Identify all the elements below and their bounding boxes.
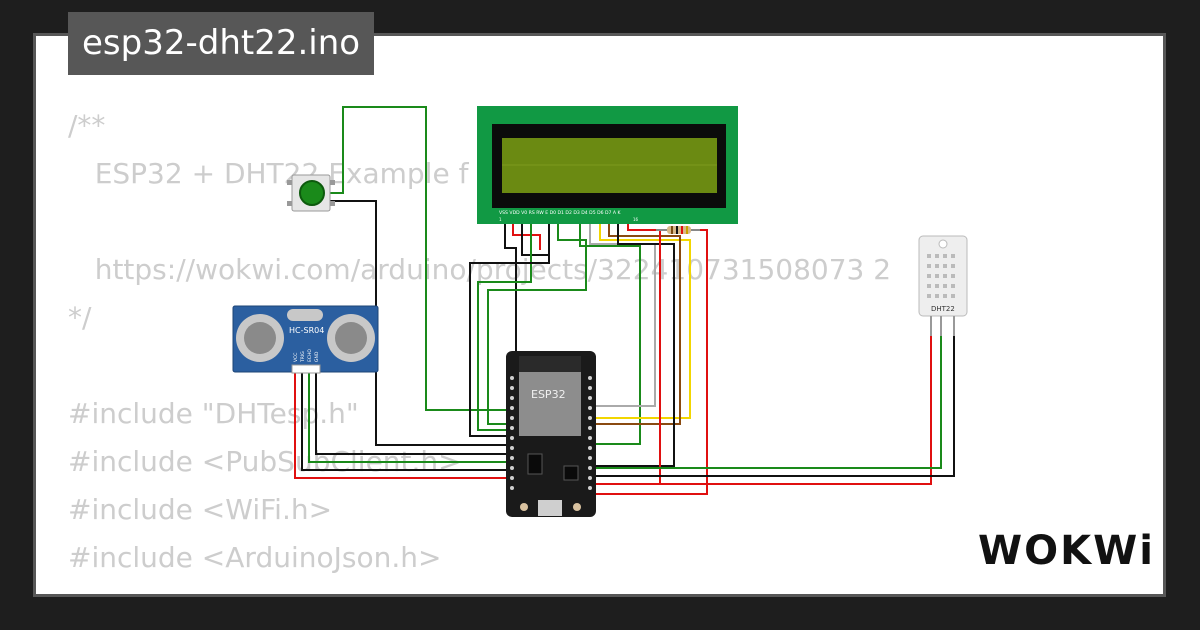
wire-lcd-1 bbox=[504, 218, 517, 420]
wire-lcd-5 bbox=[469, 218, 550, 437]
wire-lcd-11 bbox=[596, 218, 675, 467]
ultrasonic-label: HC-SR04 bbox=[289, 326, 324, 335]
ultrasonic-pin-vcc: VCC bbox=[293, 353, 299, 362]
wires bbox=[294, 106, 955, 495]
dht22-label: DHT22 bbox=[931, 305, 955, 313]
ultrasonic-sensor: HC-SR04 VCC TRIG ECHO GND bbox=[232, 305, 379, 374]
project-title: esp32-dht22.ino bbox=[68, 12, 375, 75]
wire-hc-trig bbox=[301, 372, 516, 471]
ultrasonic-pin-gnd: GND bbox=[314, 351, 320, 362]
lcd-display: VSS VDD V0 RS RW E D0 D1 D2 D3 D4 D5 D6 … bbox=[477, 106, 738, 224]
wire-lcd-7 bbox=[579, 218, 641, 445]
wire-resistor bbox=[596, 229, 708, 495]
wire-hc-echo bbox=[308, 372, 516, 463]
wire-lcd-3 bbox=[521, 218, 548, 256]
wire-hc-gnd bbox=[315, 372, 516, 455]
wire-dht-vcc bbox=[596, 334, 932, 485]
wire-lcd-4 bbox=[477, 218, 532, 431]
esp32-board: ESP32 bbox=[506, 351, 596, 517]
wire-dht-data bbox=[596, 334, 942, 469]
lcd-pin-labels: VSS VDD V0 RS RW E D0 D1 D2 D3 D4 D5 D6 … bbox=[499, 210, 622, 216]
wire-hc-vcc bbox=[294, 372, 516, 479]
code-preview: /** ESP32 + DHT22 Example f https://wokw… bbox=[68, 109, 892, 594]
wire-lcd-9 bbox=[596, 218, 691, 419]
ultrasonic-pin-echo: ECHO bbox=[307, 349, 313, 362]
wire-button-signal bbox=[314, 106, 516, 411]
push-button bbox=[287, 174, 335, 212]
wokwi-logo: WOKWi bbox=[978, 528, 1155, 574]
lcd-pin-last: 16 bbox=[633, 217, 639, 222]
wire-dht-gnd bbox=[596, 334, 955, 477]
wire-lcd-6 bbox=[487, 218, 587, 425]
esp32-label: ESP32 bbox=[531, 388, 566, 401]
dht22-sensor: DHT22 bbox=[918, 235, 968, 336]
wire-lcd-2 bbox=[512, 218, 541, 250]
ultrasonic-pin-trig: TRIG bbox=[300, 351, 306, 363]
resistor bbox=[656, 226, 700, 234]
lcd-pin-first: 1 bbox=[499, 217, 502, 222]
wire-lcd-10 bbox=[596, 218, 681, 425]
